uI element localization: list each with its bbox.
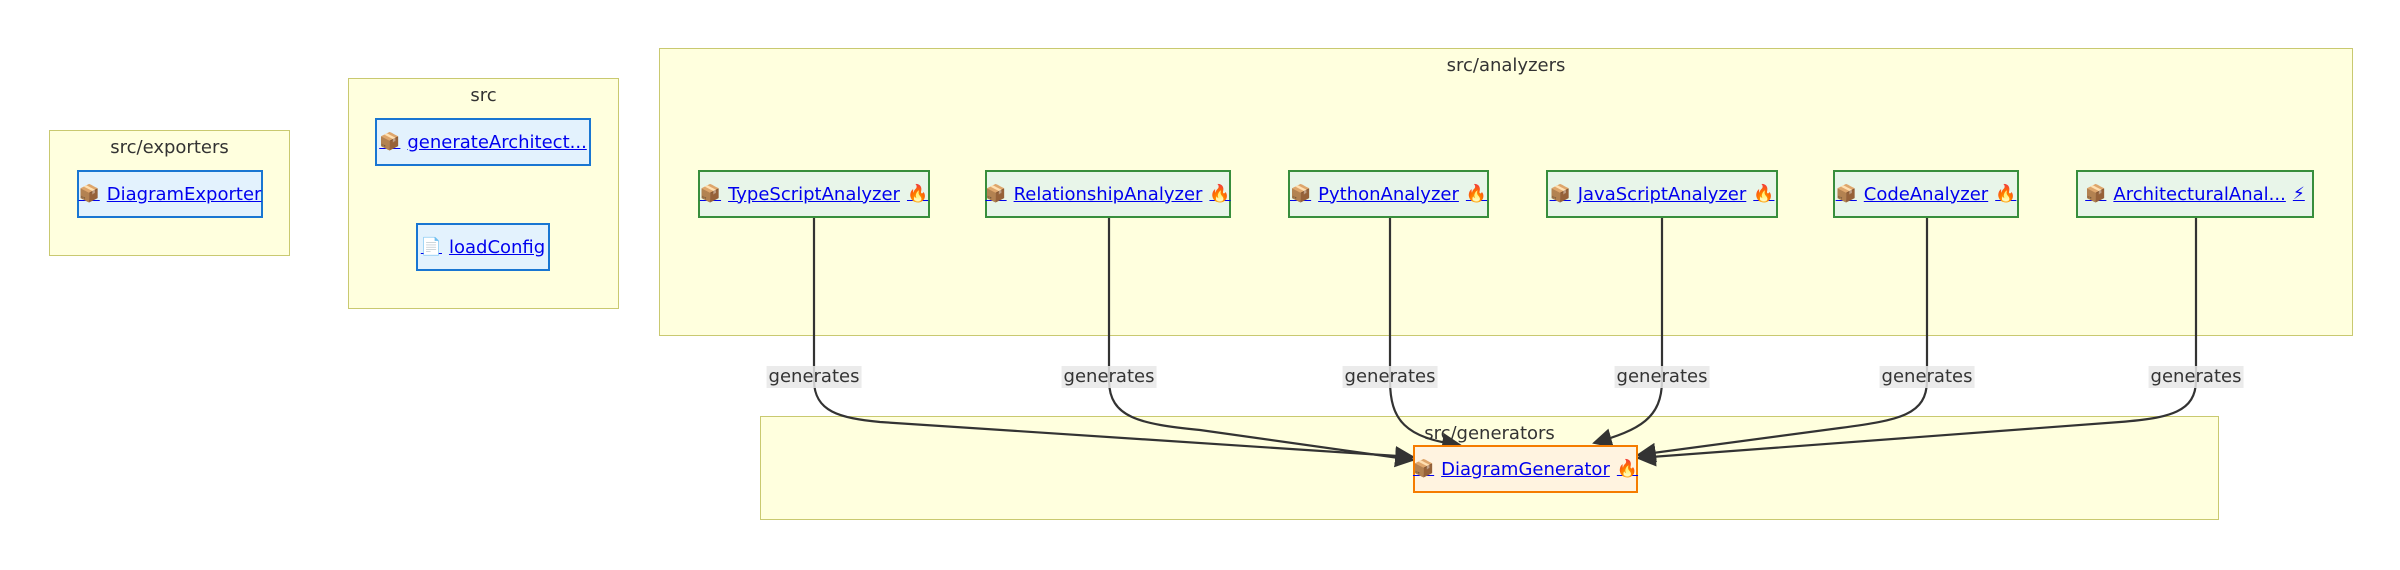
node-diagram-generator-link[interactable]: 📦 DiagramGenerator 🔥 [1413,459,1638,480]
package-icon: 📦 [1835,184,1857,204]
edge-label-typescript: generates [766,366,862,388]
node-relationship-analyzer[interactable]: 📦 RelationshipAnalyzer 🔥 [985,170,1231,218]
package-icon: 📦 [985,184,1007,204]
node-code-analyzer-label: CodeAnalyzer [1863,183,1989,205]
edge-label-relationship: generates [1061,366,1157,388]
fire-icon: 🔥 [1465,184,1488,204]
fire-icon: 🔥 [1209,184,1231,204]
node-architectural-anal-link[interactable]: 📦 ArchitecturalAnal... ⚡ [2085,184,2305,205]
edge-label-javascript: generates [1614,366,1710,388]
package-icon: 📦 [699,184,722,204]
node-relationship-analyzer-label: RelationshipAnalyzer [1013,183,1203,205]
package-icon: 📦 [1412,459,1435,479]
edge-label-python: generates [1342,366,1438,388]
node-python-analyzer-label: PythonAnalyzer [1318,183,1459,205]
node-code-analyzer[interactable]: 📦 CodeAnalyzer 🔥 [1833,170,2019,218]
edge-label-code: generates [1879,366,1975,388]
fire-icon: 🔥 [906,184,929,204]
node-diagram-exporter-label: DiagramExporter [106,183,262,205]
node-generate-architect-link[interactable]: 📦 generateArchitect... [379,132,587,153]
cluster-title-exporters: src/exporters [110,137,229,158]
node-python-analyzer-link[interactable]: 📦 PythonAnalyzer 🔥 [1290,184,1487,205]
node-typescript-analyzer-label: TypeScriptAnalyzer [728,183,900,205]
node-architectural-anal[interactable]: 📦 ArchitecturalAnal... ⚡ [2076,170,2314,218]
node-javascript-analyzer-link[interactable]: 📦 JavaScriptAnalyzer 🔥 [1550,184,1775,205]
node-diagram-generator[interactable]: 📦 DiagramGenerator 🔥 [1413,445,1638,493]
cluster-src: src [348,78,619,309]
package-icon: 📦 [379,132,401,152]
node-code-analyzer-link[interactable]: 📦 CodeAnalyzer 🔥 [1836,184,2017,205]
cluster-title-src: src [470,85,497,106]
node-typescript-analyzer-link[interactable]: 📦 TypeScriptAnalyzer 🔥 [700,184,928,205]
node-architectural-anal-label: ArchitecturalAnal... [2113,183,2286,205]
package-icon: 📦 [78,184,100,204]
edge-label-architectural: generates [2148,366,2244,388]
fire-icon: 🔥 [1616,459,1639,479]
package-icon: 📦 [2085,184,2107,204]
node-generate-architect[interactable]: 📦 generateArchitect... [375,118,591,166]
node-relationship-analyzer-link[interactable]: 📦 RelationshipAnalyzer 🔥 [985,184,1230,205]
document-icon: 📄 [420,237,442,257]
package-icon: 📦 [1289,184,1312,204]
node-typescript-analyzer[interactable]: 📦 TypeScriptAnalyzer 🔥 [698,170,930,218]
node-load-config[interactable]: 📄 loadConfig [416,223,550,271]
node-load-config-link[interactable]: 📄 loadConfig [421,237,545,258]
cluster-title-generators: src/generators [1424,423,1555,444]
fire-icon: 🔥 [1995,184,2017,204]
node-load-config-label: loadConfig [448,236,546,258]
node-python-analyzer[interactable]: 📦 PythonAnalyzer 🔥 [1288,170,1489,218]
node-generate-architect-label: generateArchitect... [407,131,587,153]
fire-icon: 🔥 [1753,184,1775,204]
cluster-title-analyzers: src/analyzers [1446,55,1566,76]
package-icon: 📦 [1549,184,1571,204]
node-diagram-exporter-link[interactable]: 📦 DiagramExporter [79,184,262,205]
lightning-icon: ⚡ [2292,184,2305,204]
node-javascript-analyzer-label: JavaScriptAnalyzer [1577,183,1747,205]
node-javascript-analyzer[interactable]: 📦 JavaScriptAnalyzer 🔥 [1546,170,1778,218]
node-diagram-generator-label: DiagramGenerator [1441,458,1610,480]
node-diagram-exporter[interactable]: 📦 DiagramExporter [77,170,263,218]
